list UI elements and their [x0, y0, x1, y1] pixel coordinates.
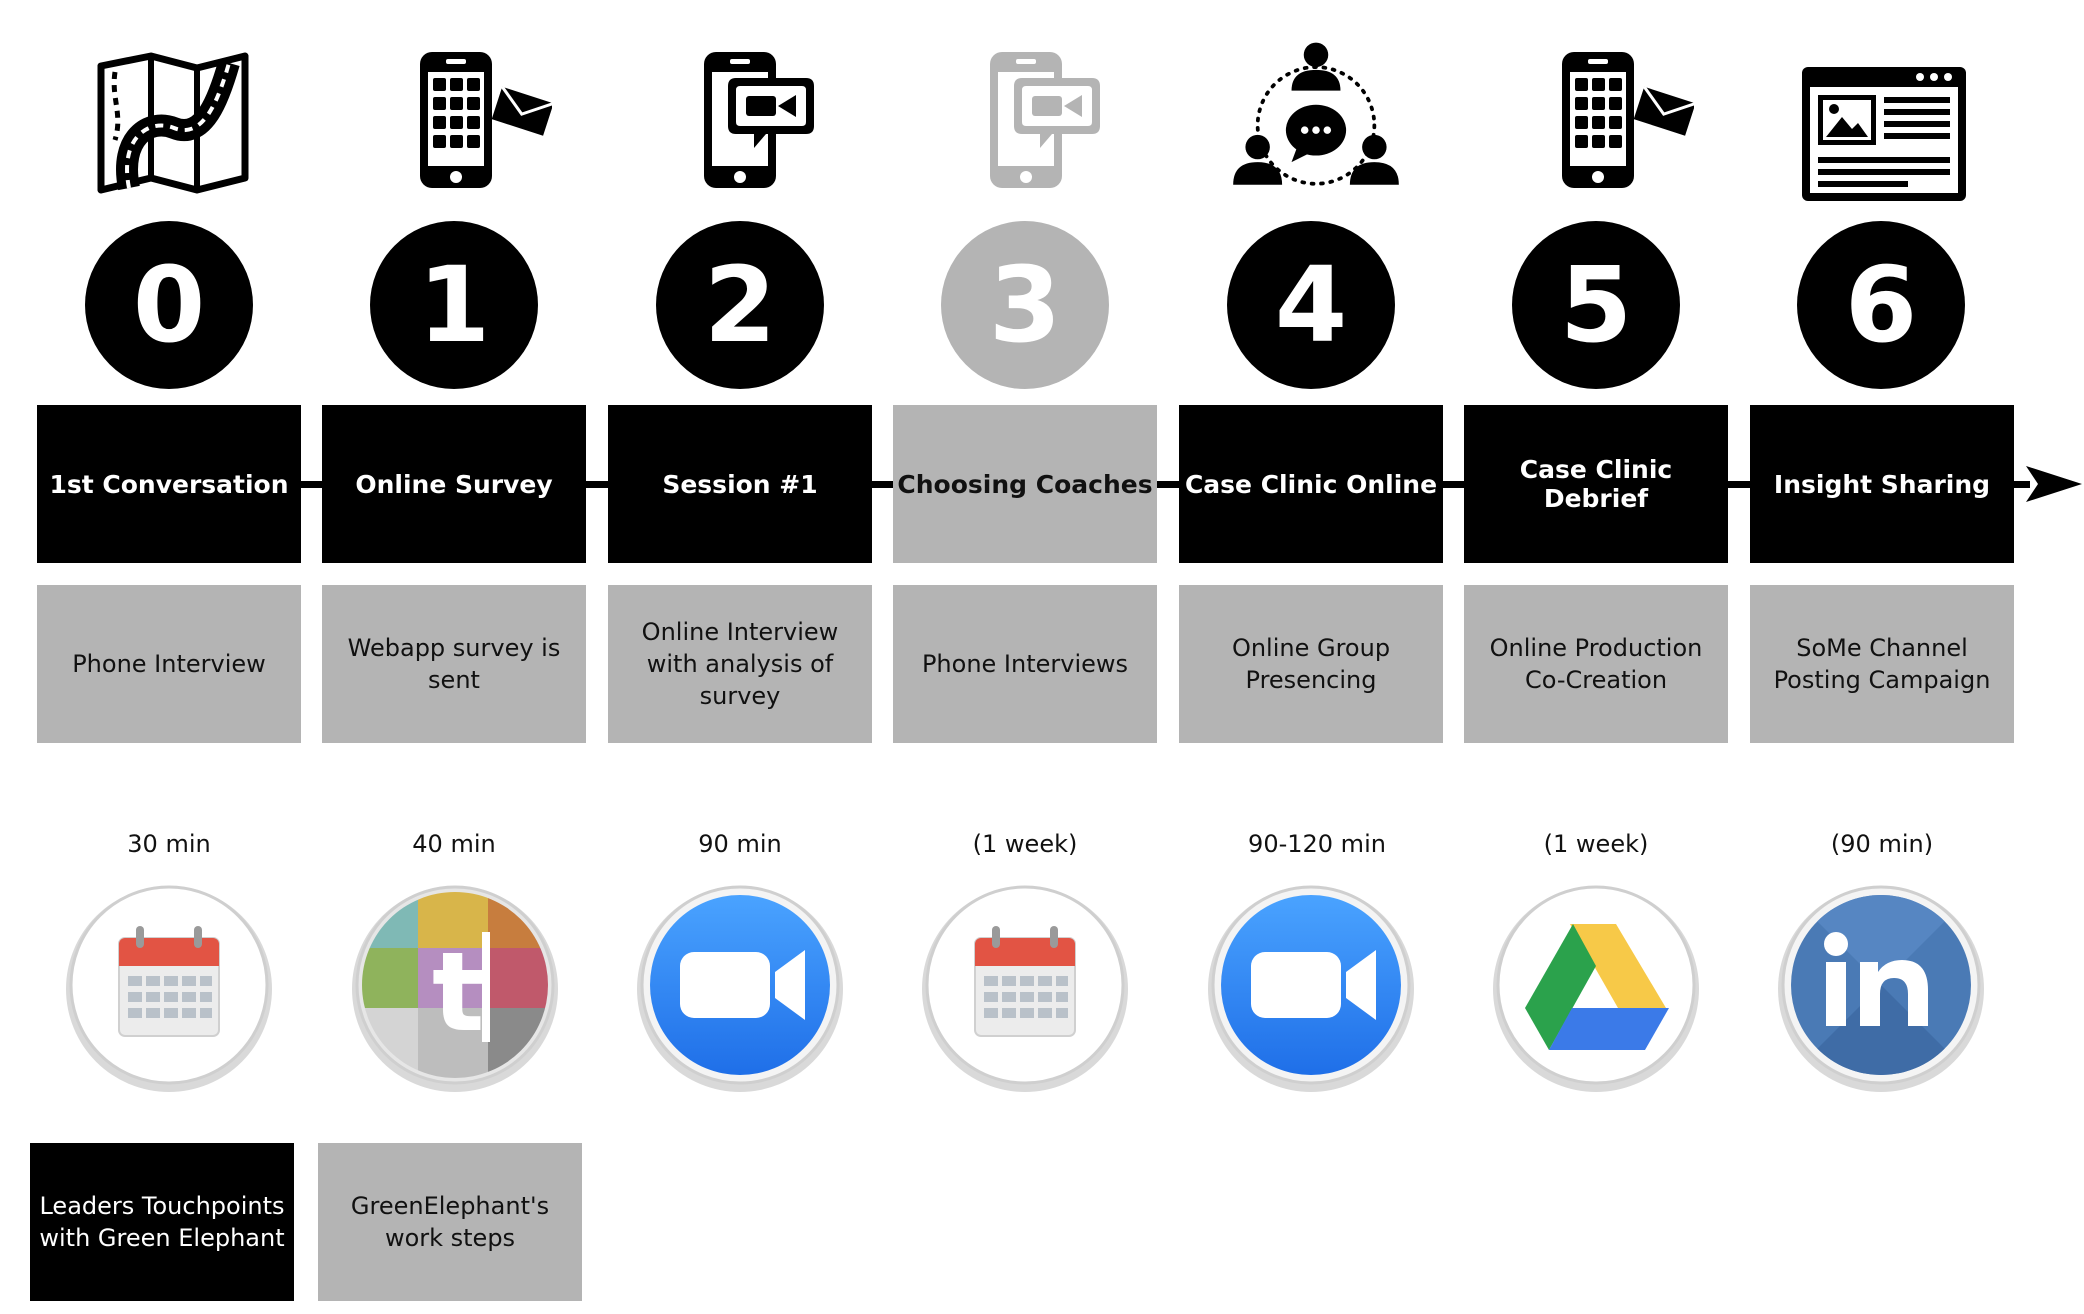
- step-title-6: Insight Sharing: [1750, 405, 2014, 563]
- step-title-2: Session #1: [608, 405, 872, 563]
- step-title-3: Choosing Coaches: [893, 405, 1157, 563]
- phone-video-icon: [704, 52, 814, 188]
- phone-mail-icon: [1562, 52, 1694, 188]
- step-number-3: 3: [941, 221, 1109, 389]
- typeform-app-icon: t: [352, 885, 558, 1092]
- step-number-0: 0: [85, 221, 253, 389]
- step-description-4: Online Group Presencing: [1179, 585, 1443, 743]
- step-title-5: Case Clinic Debrief: [1464, 405, 1728, 563]
- legend-leaders-touchpoints: Leaders Touchpoints with Green Elephant: [30, 1143, 294, 1301]
- zoom-app-icon: [1208, 885, 1414, 1092]
- step-duration-2: 90 min: [698, 830, 782, 858]
- calendar-app-icon: [66, 885, 272, 1092]
- step-description-3: Phone Interviews: [893, 585, 1157, 743]
- step-title-4: Case Clinic Online: [1179, 405, 1443, 563]
- step-duration-4: 90-120 min: [1248, 830, 1386, 858]
- step-description-6: SoMe Channel Posting Campaign: [1750, 585, 2014, 743]
- step-number-4: 4: [1227, 221, 1395, 389]
- svg-text:t: t: [432, 928, 485, 1056]
- step-description-1: Webapp survey is sent: [322, 585, 586, 743]
- step-duration-6: (90 min): [1830, 830, 1934, 858]
- phone-mail-icon: [420, 52, 552, 188]
- step-number-5: 5: [1512, 221, 1680, 389]
- linkedin-app-icon: [1778, 885, 1984, 1092]
- step-duration-1: 40 min: [412, 830, 496, 858]
- step-description-2: Online Interview with analysis of survey: [608, 585, 872, 743]
- step-description-0: Phone Interview: [37, 585, 301, 743]
- step-number-2: 2: [656, 221, 824, 389]
- group-chat-icon: [1233, 42, 1399, 186]
- zoom-app-icon: [637, 885, 843, 1092]
- timeline-line: [300, 481, 2030, 488]
- step-number-1: 1: [370, 221, 538, 389]
- step-duration-5: (1 week): [1543, 830, 1649, 858]
- browser-article-icon: [1802, 67, 1966, 201]
- step-title-0: 1st Conversation: [37, 405, 301, 563]
- step-description-5: Online Production Co-Creation: [1464, 585, 1728, 743]
- legend-work-steps: GreenElephant's work steps: [318, 1143, 582, 1301]
- map-icon: [97, 52, 249, 194]
- step-number-6: 6: [1797, 221, 1965, 389]
- phone-video-icon: [990, 52, 1100, 188]
- google-drive-app-icon: [1493, 885, 1699, 1092]
- step-duration-0: 30 min: [127, 830, 211, 858]
- calendar-app-icon: [922, 885, 1128, 1092]
- step-title-1: Online Survey: [322, 405, 586, 563]
- timeline-arrow-icon: [2026, 466, 2082, 502]
- step-duration-3: (1 week): [972, 830, 1078, 858]
